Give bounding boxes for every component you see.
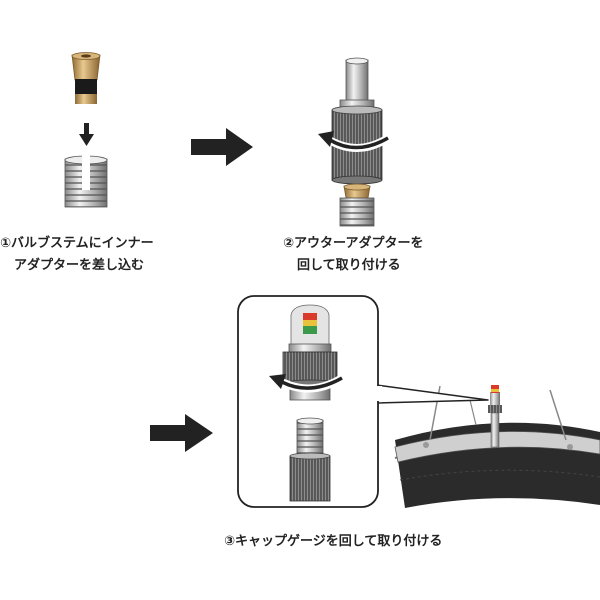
step-2-line2: 回して取り付ける <box>297 258 401 273</box>
wheel-icon <box>394 385 600 508</box>
step-3-line1: ③キャップゲージを回して取り付ける <box>224 534 443 549</box>
step-1-line2: アダプターを差し込む <box>14 258 145 273</box>
step-2-line1: ②アウターアダプターを <box>283 236 424 251</box>
rotate-arrow-icon-step3 <box>269 374 345 393</box>
step-2-caption: ②アウターアダプターを 回して取り付ける <box>283 233 424 277</box>
rotate-arrow-icon <box>318 131 391 152</box>
right-arrow-icon <box>191 128 253 166</box>
inner-adapter-small-icon <box>339 183 375 227</box>
inner-adapter-icon <box>71 52 101 104</box>
valve-stem-icon <box>64 150 108 208</box>
step-1-caption: ①バルブステムにインナー アダプターを差し込む <box>0 233 154 277</box>
step-3-caption: ③キャップゲージを回して取り付ける <box>224 531 442 553</box>
callout-pointer <box>375 384 489 404</box>
callout-box <box>237 295 382 508</box>
right-arrow-icon-step3 <box>150 414 213 452</box>
outer-adapter-icon <box>331 57 383 185</box>
step-1-line1: ①バルブステムにインナー <box>0 236 154 251</box>
valve-stem-step3-icon <box>289 417 331 502</box>
down-arrow-icon <box>79 123 94 146</box>
